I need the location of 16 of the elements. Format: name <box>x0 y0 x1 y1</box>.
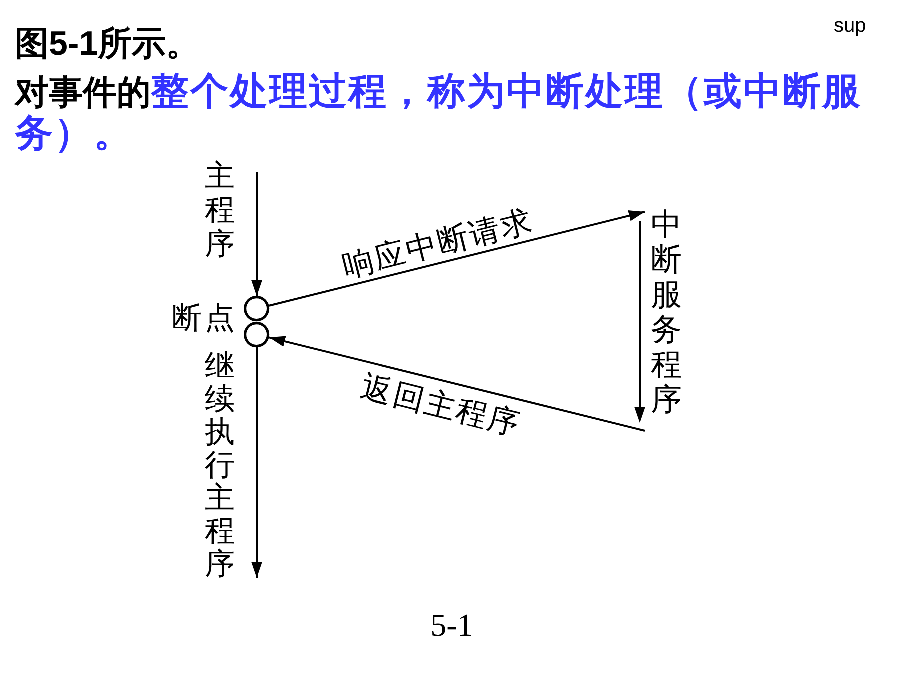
edge-label: 响应中断请求 <box>340 204 537 284</box>
paragraph: 对事件的整个处理过程，称为中断处理（或中断服务）。 <box>15 72 863 156</box>
figure-caption: 5-1 <box>430 607 474 643</box>
edge-label: 继续执行主程序 <box>204 350 236 581</box>
arrow <box>252 172 262 296</box>
arrow <box>269 210 646 307</box>
corner-text: sup <box>834 14 866 38</box>
edge-label: 返回主程序 <box>358 370 524 442</box>
side-label: 断点 <box>172 302 238 336</box>
breakpoint-circle <box>244 322 270 348</box>
breakpoint-circle <box>244 296 270 322</box>
text-line: 图5-1所示。 <box>15 24 200 64</box>
arrow <box>252 347 262 578</box>
edge-label: 主程序 <box>204 160 236 262</box>
arrow <box>269 336 646 432</box>
process-label: 中断服务程序 <box>645 208 683 432</box>
